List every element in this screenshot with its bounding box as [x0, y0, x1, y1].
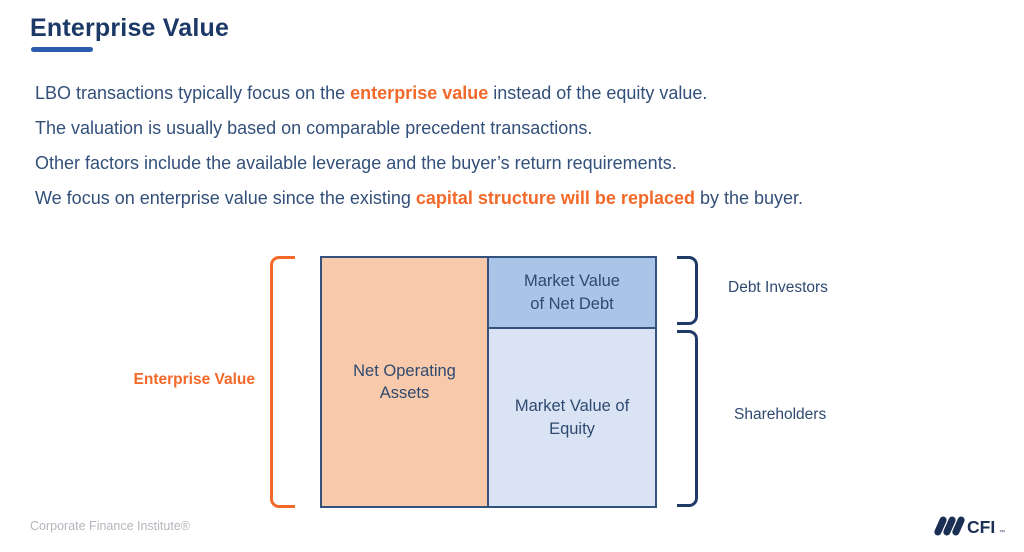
debt-investors-bracket	[677, 256, 698, 325]
enterprise-value-bracket	[270, 256, 295, 508]
market-value-net-debt-cell: Market Value of Net Debt	[489, 258, 655, 329]
text-line-4-highlight: capital structure will be replaced	[415, 188, 695, 208]
shareholders-label: Shareholders	[734, 406, 827, 423]
text-line-2: The valuation is usually based on compar…	[35, 111, 803, 146]
debt-investors-label: Debt Investors	[728, 279, 828, 296]
text-line-1-highlight: enterprise value	[350, 83, 489, 103]
text-line-4-suffix: by the buyer.	[694, 188, 804, 208]
net-operating-assets-cell: Net Operating Assets	[322, 258, 489, 506]
market-value-equity-label: Market Value of Equity	[514, 397, 630, 438]
capital-structure-box: Net Operating Assets Market Value of Net…	[320, 256, 657, 508]
market-value-net-debt-label: Market Value of Net Debt	[524, 272, 620, 313]
cfi-logo-text: CFI	[967, 517, 995, 537]
title-underline	[31, 47, 93, 52]
text-line-1: LBO transactions typically focus on the …	[35, 76, 803, 111]
body-text: LBO transactions typically focus on the …	[35, 76, 803, 216]
cfi-logo-trademark: ™	[999, 529, 1005, 536]
text-line-3-prefix: Other factors include the available leve…	[35, 153, 677, 173]
text-line-4: We focus on enterprise value since the e…	[35, 181, 803, 216]
cfi-logo-icon: CFI ™	[934, 516, 1005, 537]
enterprise-value-label: Enterprise Value	[133, 371, 255, 388]
footer-attribution: Corporate Finance Institute®	[30, 519, 190, 533]
cfi-logo: CFI ™	[928, 511, 1006, 546]
financing-column: Market Value of Net Debt Market Value of…	[489, 258, 655, 506]
net-operating-assets-label: Net Operating Assets	[353, 361, 456, 402]
text-line-1-suffix: instead of the equity value.	[488, 83, 708, 103]
market-value-equity-cell: Market Value of Equity	[489, 329, 655, 506]
text-line-1-prefix: LBO transactions typically focus on the	[35, 83, 351, 103]
shareholders-bracket	[677, 330, 698, 507]
text-line-3: Other factors include the available leve…	[35, 146, 803, 181]
text-line-2-prefix: The valuation is usually based on compar…	[35, 118, 593, 138]
page-title: Enterprise Value	[30, 14, 230, 42]
text-line-4-prefix: We focus on enterprise value since the e…	[35, 188, 416, 208]
